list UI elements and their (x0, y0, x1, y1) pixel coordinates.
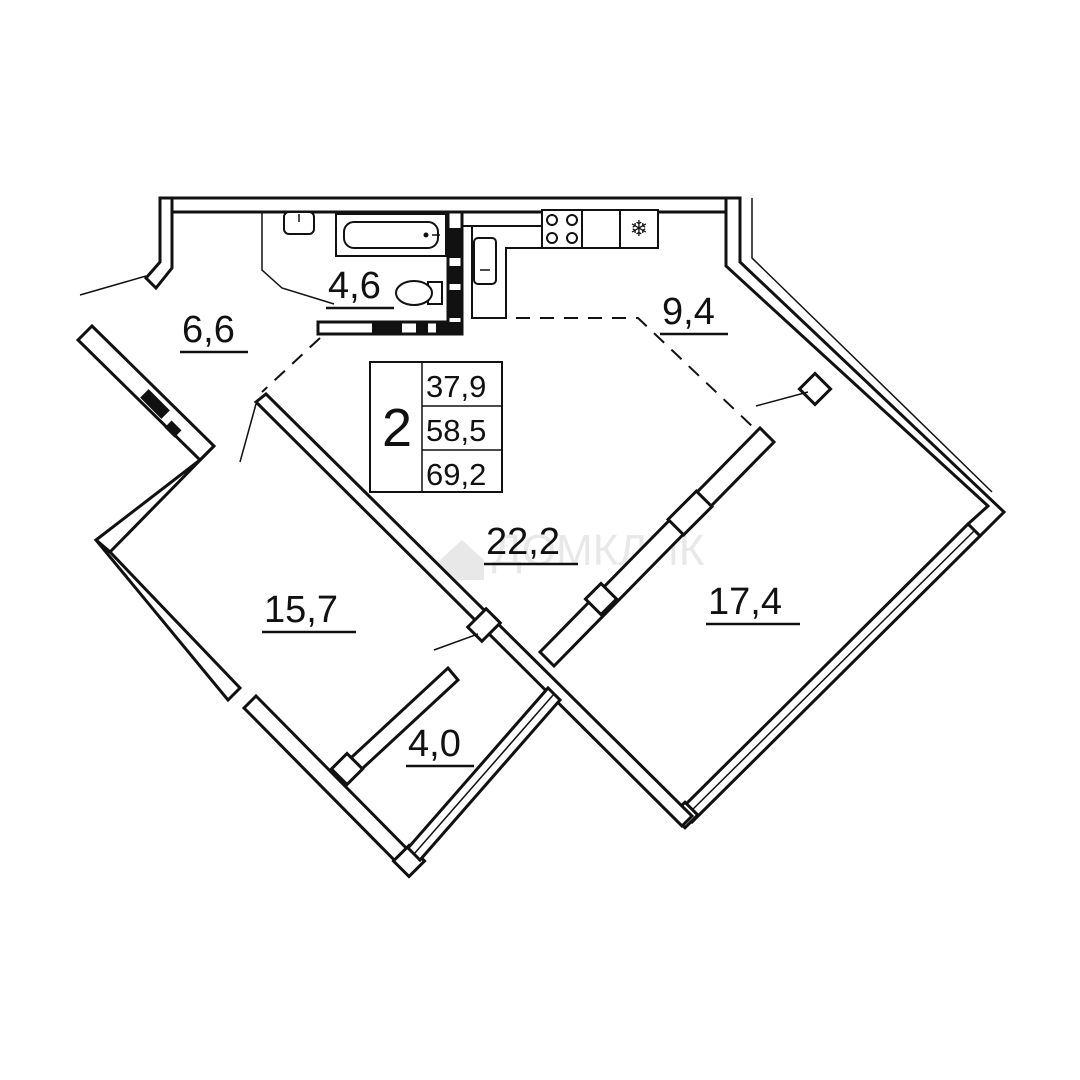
room-area-label: 6,6 (182, 309, 235, 351)
partition-block (665, 488, 715, 538)
room-balcony: 4,0 (406, 723, 474, 768)
shaft-block (416, 322, 428, 334)
room-area-label: 17,4 (708, 581, 782, 623)
right-upper-wall (724, 196, 1007, 539)
balcony-glazing-line (413, 693, 555, 855)
left-bedroom-bottom-wall (94, 538, 243, 703)
room-area-label: 22,2 (486, 521, 560, 563)
toilet-icon (395, 280, 443, 306)
room-area-label: 4,0 (408, 723, 461, 765)
central-wall (253, 391, 695, 829)
sink-icon (283, 211, 315, 235)
room-count: 2 (382, 398, 412, 458)
entry-door-line (79, 275, 147, 296)
kitchen-zone-boundary (492, 317, 755, 429)
partition-block (583, 581, 619, 617)
shaft-block (372, 322, 402, 334)
hob-icon (541, 209, 583, 249)
room-area-label: 9,4 (662, 291, 715, 333)
house-watermark-icon (440, 540, 484, 580)
living-area-value: 37,9 (426, 369, 486, 404)
shaft-block (448, 290, 462, 318)
room-bedroom-right: 17,4 (706, 581, 800, 626)
bathroom-door-line (261, 212, 335, 305)
hall-zone-boundary (261, 337, 321, 393)
shaft-block (448, 266, 462, 284)
door-swing-line (239, 403, 257, 463)
room-bathroom: 4,6 (326, 265, 394, 310)
svg-text:❄: ❄ (630, 217, 648, 242)
loggia-wall-block (164, 420, 182, 438)
total-area-value: 58,5 (426, 413, 486, 448)
total-area-with-balcony-value: 69,2 (426, 457, 486, 492)
right-wall-pier (797, 371, 833, 407)
snowflake-icon: ❄ (619, 209, 659, 249)
room-living: 22,2 (484, 521, 578, 566)
room-kitchen: 9,4 (660, 291, 728, 336)
room-area-label: 15,7 (264, 589, 338, 631)
loggia-wall-block (140, 389, 170, 419)
shaft-block (448, 228, 462, 258)
door-swing-line (755, 391, 809, 407)
balcony-door-pier (329, 751, 365, 787)
room-hall: 6,6 (180, 309, 248, 354)
kitchen-cabinet (581, 209, 621, 249)
bathtub-icon (335, 213, 447, 257)
left-bedroom-outer-wall (93, 444, 216, 555)
room-bedroom-left: 15,7 (262, 589, 356, 634)
shaft-block (436, 322, 462, 334)
right-window-glass (685, 529, 976, 817)
door-swing-line (433, 633, 479, 651)
right-wall-outline (751, 198, 993, 493)
central-wall-pier (465, 606, 503, 644)
room-area-label: 4,6 (328, 265, 381, 307)
entry-wall (143, 196, 174, 291)
area-summary-box: 2 37,9 58,5 69,2 (369, 361, 503, 493)
sink-icon (473, 237, 497, 285)
